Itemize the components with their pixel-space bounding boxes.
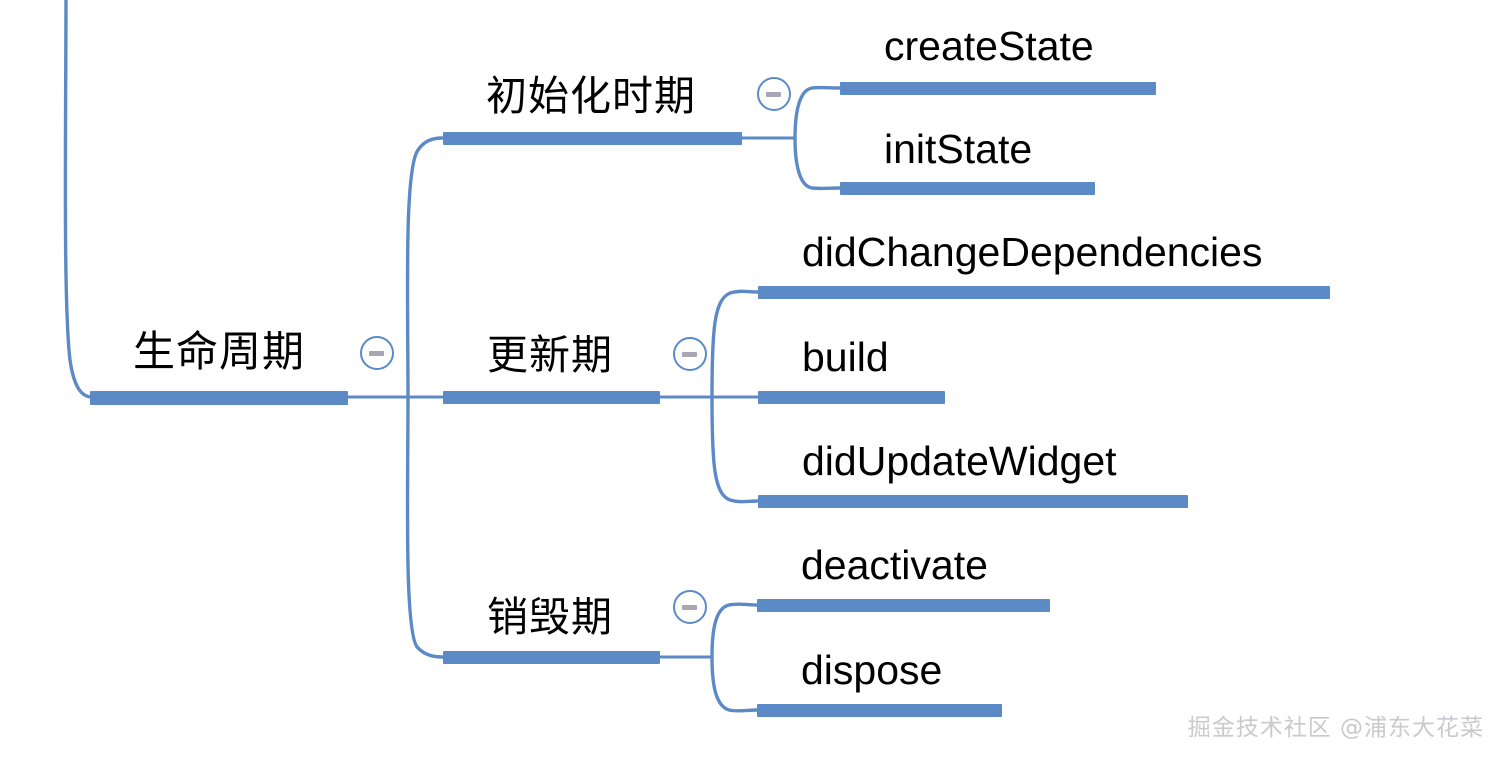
leaf-node-bar-createstate[interactable] <box>840 82 1156 95</box>
branch-node-bar-initialization[interactable] <box>443 132 742 145</box>
minus-icon <box>369 351 384 356</box>
leaf-node-label-didupdatewidget: didUpdateWidget <box>802 438 1117 484</box>
minus-icon <box>766 92 781 97</box>
minus-icon <box>682 352 697 357</box>
leaf-node-label-createstate: createState <box>884 23 1094 69</box>
branch-node-label-update: 更新期 <box>487 332 613 378</box>
root-collapse-toggle[interactable] <box>360 336 394 370</box>
leaf-node-bar-deactivate[interactable] <box>757 599 1050 612</box>
minus-icon <box>682 605 697 610</box>
branch-node-label-destruction: 销毁期 <box>487 594 613 640</box>
leaf-node-label-deactivate: deactivate <box>801 542 988 588</box>
branch-node-bar-destruction[interactable] <box>443 651 660 664</box>
leaf-node-bar-build[interactable] <box>758 391 945 404</box>
leaf-node-bar-didchangedependencies[interactable] <box>758 286 1330 299</box>
watermark-text: 掘金技术社区 @浦东大花菜 <box>1187 715 1484 741</box>
branch-collapse-toggle-initialization[interactable] <box>757 77 791 111</box>
root-node-bar[interactable] <box>90 391 348 405</box>
root-node-label: 生命周期 <box>133 328 306 375</box>
leaf-node-label-build: build <box>802 334 889 380</box>
leaf-node-label-dispose: dispose <box>801 647 943 693</box>
branch-collapse-toggle-destruction[interactable] <box>673 590 707 624</box>
leaf-node-bar-didupdatewidget[interactable] <box>758 495 1188 508</box>
branch-collapse-toggle-update[interactable] <box>673 337 707 371</box>
leaf-node-label-initstate: initState <box>884 126 1033 172</box>
leaf-node-bar-dispose[interactable] <box>757 704 1002 717</box>
branch-node-label-initialization: 初始化时期 <box>486 73 696 119</box>
leaf-node-bar-initstate[interactable] <box>840 182 1095 195</box>
branch-node-bar-update[interactable] <box>443 391 660 404</box>
leaf-node-label-didchangedependencies: didChangeDependencies <box>802 229 1263 275</box>
